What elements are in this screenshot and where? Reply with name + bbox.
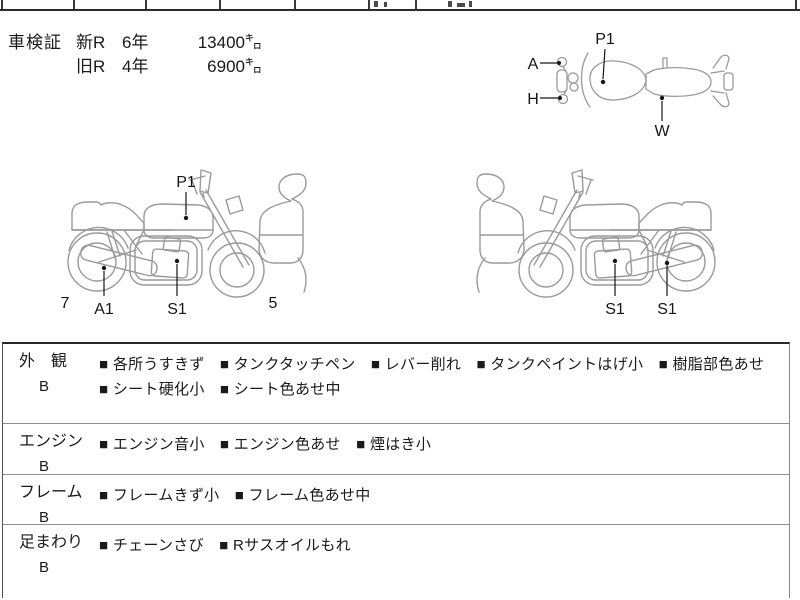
vehicle-cert-block: 車検証 新R 6年 13400㌔ 旧R 4年 6900㌔: [8, 31, 262, 79]
table-column-divider: [145, 0, 147, 9]
section-row-engine: エンジン B ■ エンジン音小 ■ エンジン色あせ ■ 煙はき小: [3, 424, 789, 475]
vehicle-cert-rows: 新R 6年 13400㌔ 旧R 4年 6900㌔: [76, 31, 262, 79]
section-row-exterior: 外 観 B ■ 各所うすきず ■ タンクタッチペン ■ レバー削れ ■ タンクペ…: [3, 344, 789, 424]
motorcycle-top-view-diagram: A H P1 W: [527, 31, 734, 140]
cert-row-old: 旧R 4年 6900㌔: [76, 55, 262, 79]
left-side-label-7: 7: [61, 295, 70, 312]
cropped-table-row: [0, 0, 800, 12]
cert-row-new: 新R 6年 13400㌔: [76, 31, 262, 55]
section-grade: B: [39, 509, 50, 526]
bike-right-outline: [476, 169, 716, 298]
right-side-annotations: [612, 258, 670, 296]
table-column-divider: [219, 0, 221, 9]
section-items: ■ フレームきず小 ■ フレーム色あせ中: [99, 487, 371, 504]
top-view-label-a: A: [528, 56, 539, 73]
cert-distance-new: 13400㌔: [197, 33, 262, 52]
clipped-text-remnant: [457, 3, 465, 7]
motorcycle-left-side-diagram: P1 7 A1 S1 5: [61, 169, 307, 318]
left-side-label-p1: P1: [176, 174, 196, 191]
section-label: 外 観: [19, 353, 68, 370]
section-items: ■ 各所うすきず ■ タンクタッチペン ■ レバー削れ ■ タンクペイントはげ小…: [99, 356, 780, 398]
top-view-label-p1: P1: [595, 31, 615, 48]
clipped-text-remnant: [469, 1, 472, 7]
right-side-label-s1-engine: S1: [605, 301, 625, 318]
section-grade: B: [39, 458, 50, 475]
section-label: 足まわり: [19, 534, 84, 551]
vehicle-cert-label: 車検証: [8, 33, 62, 52]
clipped-text-remnant: [448, 1, 452, 7]
top-view-annotations: [540, 48, 665, 121]
section-label-col: 足まわり B: [3, 525, 97, 598]
section-label-col: エンジン B: [3, 424, 97, 475]
section-row-frame: フレーム B ■ フレームきず小 ■ フレーム色あせ中: [3, 475, 789, 526]
top-view-label-w: W: [654, 123, 670, 140]
left-side-label-5: 5: [269, 295, 278, 312]
section-label-col: フレーム B: [3, 475, 97, 526]
table-column-divider: [368, 0, 370, 9]
top-view-outline: [556, 52, 734, 108]
section-grade: B: [39, 378, 50, 395]
top-view-label-h: H: [527, 91, 539, 108]
cert-distance-old: 6900㌔: [207, 57, 262, 76]
table-column-divider: [73, 0, 75, 9]
section-grade: B: [39, 559, 50, 576]
cert-era-old: 旧R: [76, 57, 106, 76]
cert-era-new: 新R: [76, 33, 106, 52]
condition-sections-table: 外 観 B ■ 各所うすきず ■ タンクタッチペン ■ レバー削れ ■ タンクペ…: [2, 342, 790, 598]
table-bottom-border: [0, 9, 800, 12]
section-items: ■ チェーンさび ■ Rサスオイルもれ: [99, 537, 351, 554]
cert-years-new: 6年: [122, 33, 149, 52]
table-column-divider: [415, 0, 417, 9]
section-items: ■ エンジン音小 ■ エンジン色あせ ■ 煙はき小: [99, 436, 432, 453]
section-label: エンジン: [19, 433, 84, 450]
left-side-annotations: [101, 192, 189, 296]
left-side-label-s1: S1: [167, 301, 187, 318]
table-column-divider: [795, 0, 797, 9]
left-side-label-a1: A1: [94, 301, 114, 318]
table-column-divider: [294, 0, 296, 9]
section-label-col: 外 観 B: [3, 344, 97, 423]
cert-years-old: 4年: [122, 57, 149, 76]
clipped-text-remnant: [384, 2, 387, 7]
table-column-divider: [1, 0, 3, 9]
motorcycle-right-side-diagram: S1 S1: [476, 169, 716, 318]
clipped-text-remnant: [374, 1, 378, 7]
section-label: フレーム: [19, 484, 83, 501]
right-side-label-s1-muffler: S1: [657, 301, 677, 318]
section-row-undercarriage: 足まわり B ■ チェーンさび ■ Rサスオイルもれ: [3, 525, 789, 598]
